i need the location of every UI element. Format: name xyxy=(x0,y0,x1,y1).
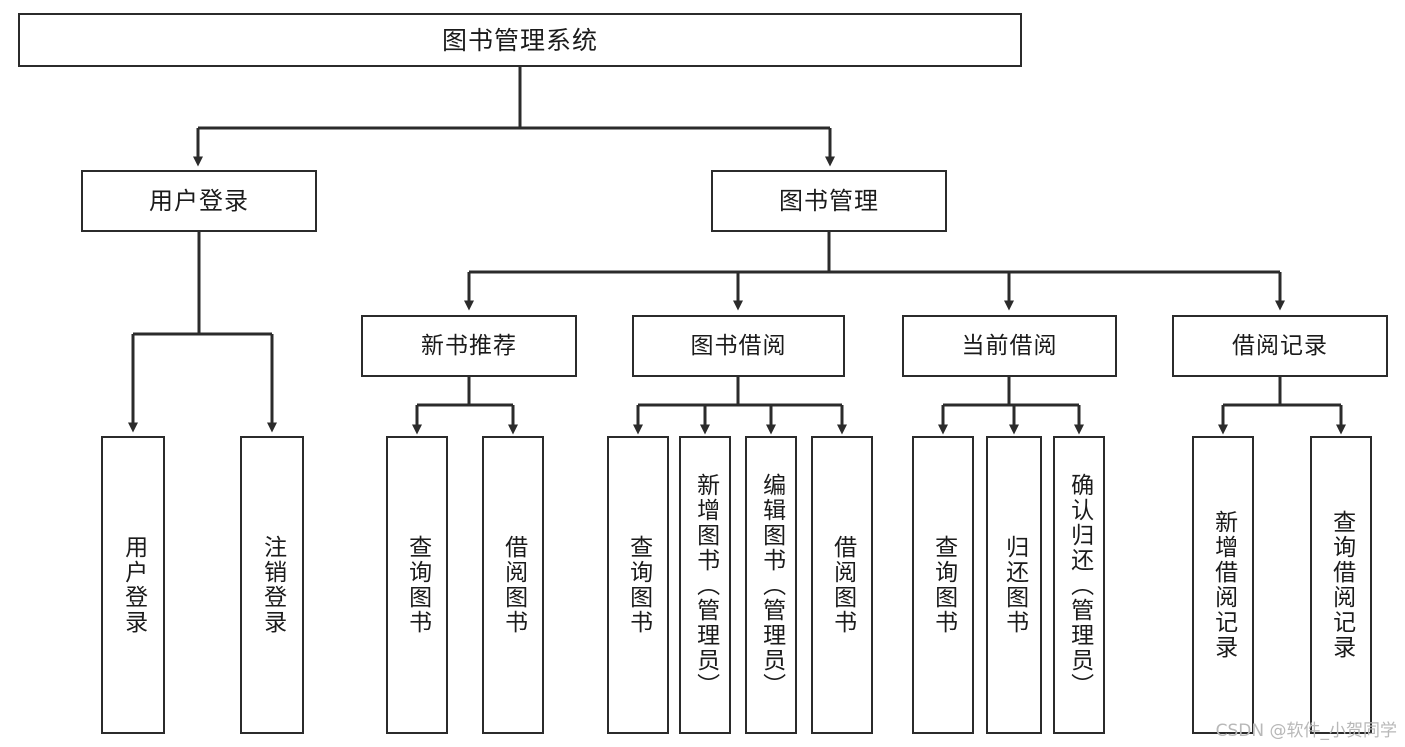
node-book-manage-label: 图书管理 xyxy=(779,187,879,215)
node-leaf-query-book-borrow-label: 查询图书 xyxy=(625,535,652,635)
node-user-login-label: 用户登录 xyxy=(149,187,249,215)
node-current-borrow-label: 当前借阅 xyxy=(961,332,1058,359)
node-leaf-query-book-current[interactable]: 查询图书 xyxy=(912,436,974,734)
node-leaf-borrow-book-recommend[interactable]: 借阅图书 xyxy=(482,436,544,734)
node-leaf-query-book-current-label: 查询图书 xyxy=(930,535,957,635)
node-leaf-user-login[interactable]: 用户登录 xyxy=(101,436,165,734)
node-leaf-return-book-label: 归还图书 xyxy=(1001,535,1028,635)
node-current-borrow[interactable]: 当前借阅 xyxy=(902,315,1117,377)
node-borrow-record-label: 借阅记录 xyxy=(1232,332,1328,359)
node-new-book-recommend[interactable]: 新书推荐 xyxy=(361,315,577,377)
node-leaf-borrow-book-recommend-label: 借阅图书 xyxy=(500,535,527,635)
node-leaf-borrow-book-label: 借阅图书 xyxy=(829,535,856,635)
node-book-manage[interactable]: 图书管理 xyxy=(711,170,947,232)
node-leaf-user-logout[interactable]: 注销登录 xyxy=(240,436,304,734)
node-leaf-edit-book-label: 编辑图书（管理员） xyxy=(758,472,785,698)
node-leaf-edit-book[interactable]: 编辑图书（管理员） xyxy=(745,436,797,734)
csdn-watermark: CSDN @软件_小贺同学 xyxy=(1215,721,1397,741)
node-leaf-confirm-return-label: 确认归还（管理员） xyxy=(1066,472,1093,698)
node-leaf-query-book-recommend[interactable]: 查询图书 xyxy=(386,436,448,734)
node-leaf-add-borrow-record[interactable]: 新增借阅记录 xyxy=(1192,436,1254,734)
node-leaf-user-logout-label: 注销登录 xyxy=(259,535,286,635)
node-root-label: 图书管理系统 xyxy=(441,25,598,55)
node-borrow-record[interactable]: 借阅记录 xyxy=(1172,315,1388,377)
node-leaf-confirm-return[interactable]: 确认归还（管理员） xyxy=(1053,436,1105,734)
node-root[interactable]: 图书管理系统 xyxy=(18,13,1022,67)
node-leaf-add-borrow-record-label: 新增借阅记录 xyxy=(1210,510,1237,660)
node-leaf-query-book-borrow[interactable]: 查询图书 xyxy=(607,436,669,734)
node-leaf-user-login-label: 用户登录 xyxy=(120,535,147,635)
node-new-book-recommend-label: 新书推荐 xyxy=(421,332,517,359)
node-leaf-add-book[interactable]: 新增图书（管理员） xyxy=(679,436,731,734)
node-book-borrow-label: 图书借阅 xyxy=(690,332,787,359)
node-leaf-query-book-recommend-label: 查询图书 xyxy=(404,535,431,635)
node-book-borrow[interactable]: 图书借阅 xyxy=(632,315,845,377)
node-leaf-add-book-label: 新增图书（管理员） xyxy=(692,472,719,698)
node-leaf-query-borrow-record-label: 查询借阅记录 xyxy=(1328,510,1355,660)
node-user-login[interactable]: 用户登录 xyxy=(81,170,317,232)
node-leaf-borrow-book[interactable]: 借阅图书 xyxy=(811,436,873,734)
node-leaf-query-borrow-record[interactable]: 查询借阅记录 xyxy=(1310,436,1372,734)
node-leaf-return-book[interactable]: 归还图书 xyxy=(986,436,1042,734)
